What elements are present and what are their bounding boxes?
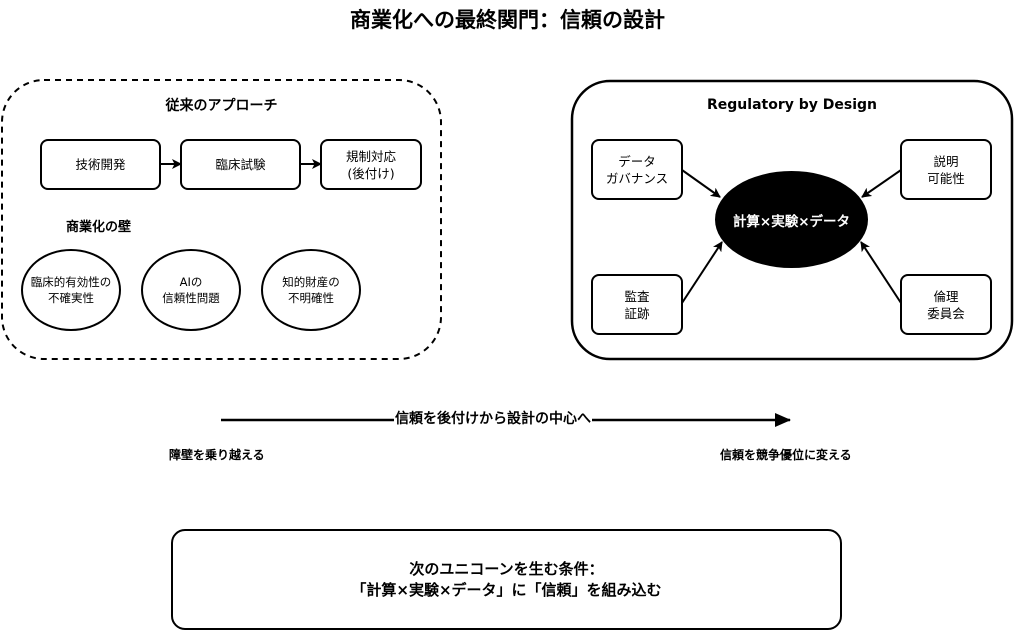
- transition-left-caption: 障壁を乗り越える: [169, 448, 265, 462]
- barrier-ip-uncertainty: 知的財産の 不明確性: [261, 249, 361, 331]
- conclusion-box: 次のユニコーンを生む条件： 「計算×実験×データ」に「信頼」を組み込む: [171, 529, 842, 630]
- barrier-clinical-efficacy: 臨床的有効性の 不確実性: [21, 249, 121, 331]
- regulatory-panel-title: Regulatory by Design: [707, 97, 877, 113]
- step-clinical-trials: 臨床試験: [180, 139, 301, 190]
- conclusion-line-1: 次のユニコーンを生む条件：: [409, 559, 604, 578]
- arrow-explainability-to-hub: [861, 169, 902, 198]
- pillar-explainability: 説明 可能性: [900, 139, 992, 200]
- transition-right-caption: 信頼を競争優位に変える: [720, 448, 852, 462]
- step-regulatory-retrofit: 規制対応 (後付け): [320, 139, 422, 190]
- barriers-title: 商業化の壁: [66, 220, 132, 235]
- arrow-audit-to-hub: [681, 241, 723, 304]
- step-tech-development: 技術開発: [40, 139, 161, 190]
- conclusion-line-2: 「計算×実験×データ」に「信頼」を組み込む: [351, 580, 662, 599]
- arrow-governance-to-hub: [681, 169, 721, 198]
- pillar-data-governance: データ ガバナンス: [591, 139, 683, 200]
- traditional-panel-title: 従来のアプローチ: [165, 98, 278, 114]
- pillar-audit-trail: 監査 証跡: [591, 274, 683, 335]
- barrier-ai-reliability: AIの 信頼性問題: [141, 249, 241, 331]
- pillar-ethics-committee: 倫理 委員会: [900, 274, 992, 335]
- arrow-ethics-to-hub: [860, 241, 902, 304]
- hub-compute-experiment-data: 計算×実験×データ: [715, 171, 868, 268]
- transition-label: 信頼を後付けから設計の中心へ: [394, 410, 592, 428]
- page-title: 商業化への最終関門：信頼の設計: [350, 8, 665, 32]
